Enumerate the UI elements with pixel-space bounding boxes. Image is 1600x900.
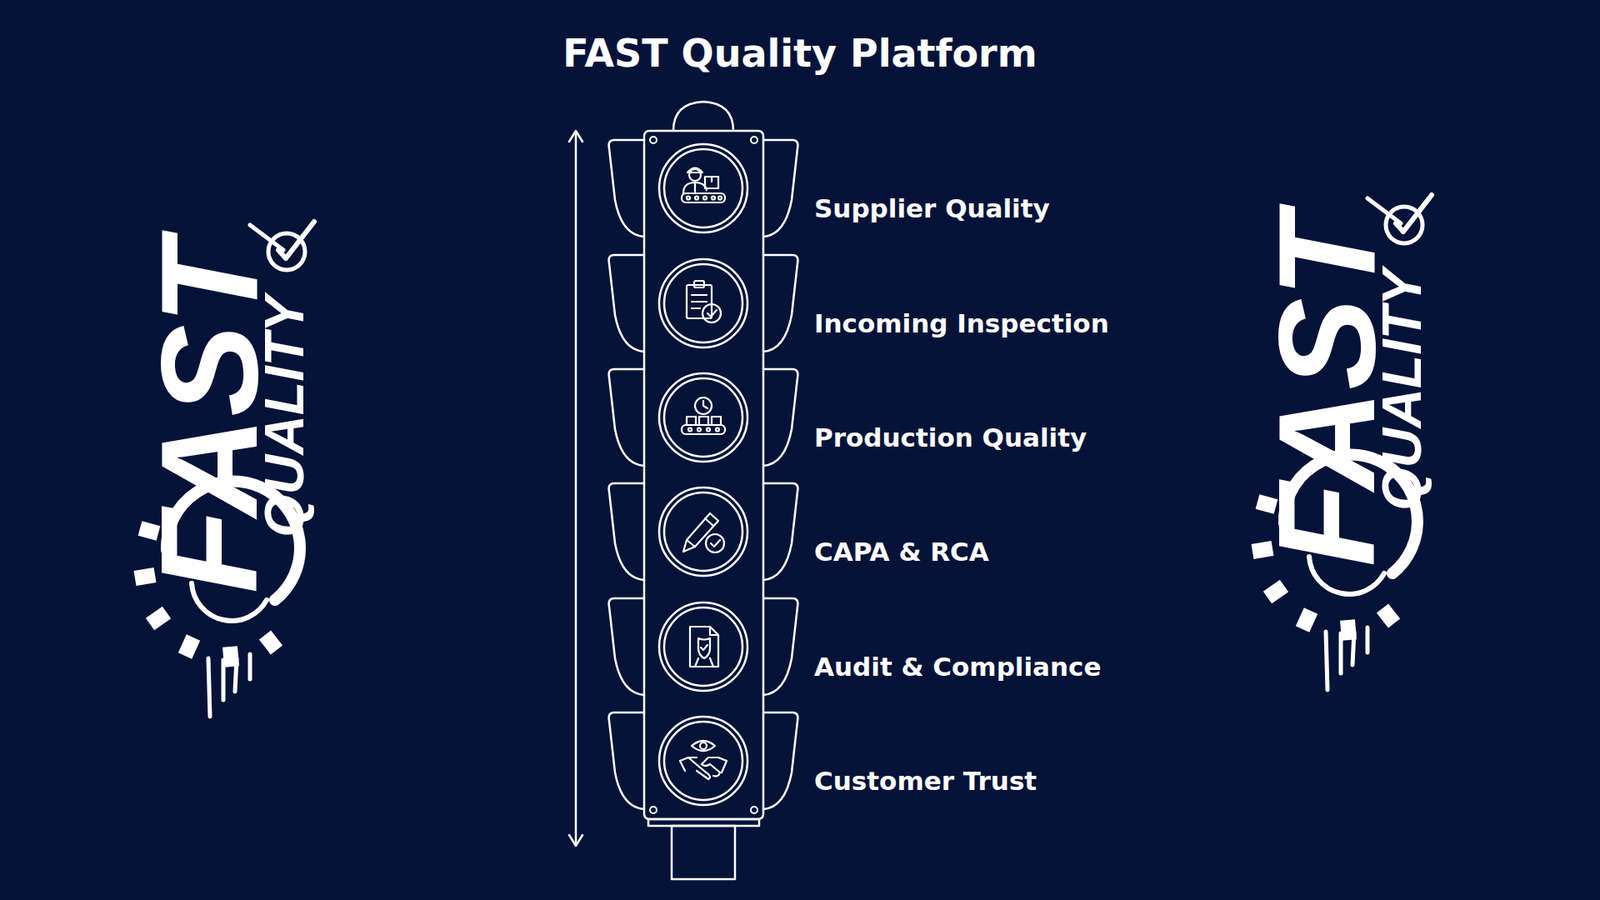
visor (609, 712, 645, 810)
lamp-node: CAPA & RCA (656, 485, 998, 579)
stage-label: Audit & Compliance (814, 651, 1102, 682)
visor (763, 140, 798, 237)
stage-label: Supplier Quality (814, 193, 1050, 224)
logo-gear (135, 221, 315, 717)
lamp-node: Incoming Inspection (656, 256, 1118, 350)
lamp-node: Customer Trust (656, 714, 1045, 808)
production-icon (681, 397, 725, 435)
stage-label: Incoming Inspection (814, 308, 1110, 339)
visors (609, 140, 799, 810)
screw (650, 136, 758, 814)
lamp-circle (656, 256, 750, 350)
stage-label: Production Quality (814, 422, 1087, 453)
logo-text: QUALITY (256, 295, 312, 538)
visor (763, 483, 798, 580)
stage-label: Customer Trust (814, 765, 1037, 796)
certificate-icon (690, 626, 719, 667)
lamp-circle (656, 600, 750, 694)
double-arrow (569, 130, 583, 846)
visor (763, 255, 798, 352)
title: FAST Quality Platform (562, 30, 1037, 76)
visor (763, 598, 798, 695)
visor (763, 712, 798, 810)
lamp-circle (656, 141, 750, 235)
stage-label: CAPA & RCA (814, 536, 990, 567)
lamp-circle (656, 370, 750, 465)
light-housing (644, 130, 764, 820)
inspection-icon (686, 280, 721, 323)
visor (609, 598, 645, 695)
capa-icon (683, 513, 725, 553)
supplier-icon (681, 168, 725, 204)
light-cap (673, 101, 734, 131)
logo-gear (1252, 195, 1432, 690)
visor (609, 255, 645, 352)
lamp-node: Audit & Compliance (656, 600, 1110, 694)
logo-text: QUALITY (1374, 269, 1430, 511)
lamp-circle (656, 485, 750, 579)
visor (609, 140, 645, 237)
visor (609, 369, 645, 466)
lamp-node: Production Quality (656, 370, 1095, 465)
visor (609, 483, 645, 580)
visor (763, 369, 798, 466)
lamp-node: Supplier Quality (656, 141, 1059, 235)
light-post (671, 825, 735, 880)
lamp-circle (656, 714, 750, 808)
trust-icon (680, 740, 727, 780)
